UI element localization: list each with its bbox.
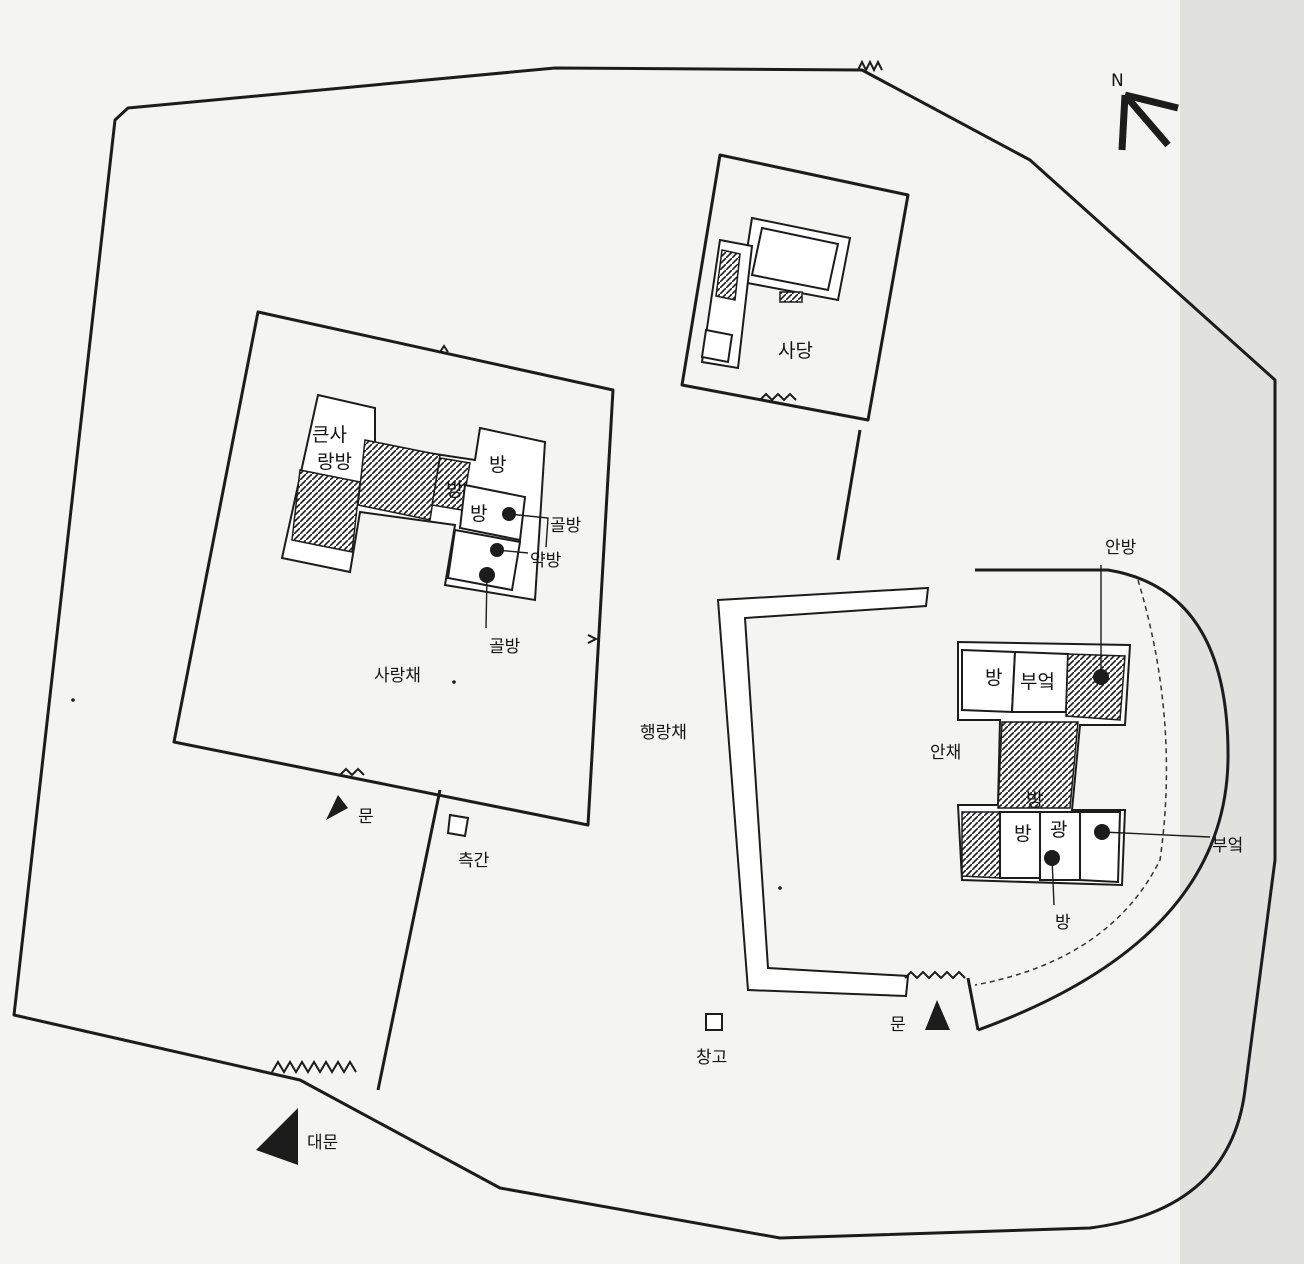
label-anchae: 안채 [930, 743, 961, 763]
label-gate-sarang: 문 [358, 807, 374, 827]
label-keun-sarangbang-1: 큰사 [312, 424, 347, 446]
changgo-building [705, 1013, 723, 1031]
label-gate-an: 문 [890, 1015, 906, 1035]
haengrangchae-building [716, 586, 930, 998]
label-golbang-2: 골방 [489, 637, 521, 657]
label-an-gwang: 광 [1050, 819, 1067, 841]
label-an-bang-mid: 방 [1026, 789, 1043, 811]
gate-arrow-an-icon [925, 1000, 950, 1030]
label-an-bang-low: 방 [1014, 823, 1031, 845]
outer-wall [12, 66, 1277, 1240]
label-sarang-bang-low: 방 [470, 503, 487, 525]
sadang-gate [759, 392, 797, 402]
stray-dot [452, 680, 456, 684]
leader-an-bang-bottom [1051, 857, 1055, 906]
gate-arrow-sarang-icon [326, 795, 348, 820]
an-gate-notch [904, 970, 966, 980]
label-sarang-bang-mid: 방 [446, 479, 463, 501]
label-golbang: 골방 [550, 516, 582, 536]
sarang-wall-notch [439, 344, 449, 353]
label-sadang: 사당 [778, 340, 813, 362]
label-an-bang-bottom: 방 [1055, 913, 1071, 933]
north-mark: N [1111, 71, 1124, 91]
sarangchae-wall [172, 310, 615, 827]
label-an-bueok-right: 부엌 [1212, 836, 1243, 856]
leader-yakbang [496, 549, 529, 554]
inner-wall-line-2 [376, 789, 442, 1091]
inner-wall-line-1 [836, 429, 862, 561]
stray-dot [71, 698, 75, 702]
sarang-gate-notch [339, 767, 365, 777]
label-cheukgan: 측간 [458, 851, 490, 871]
leader-an-bueok [1101, 831, 1211, 838]
north-arrow-icon: N [1111, 71, 1179, 151]
label-anbang: 안방 [1105, 538, 1137, 558]
label-sarangchae: 사랑채 [374, 666, 421, 686]
sadang-building [700, 216, 852, 370]
label-keun-sarangbang-2: 랑방 [317, 451, 352, 473]
leader-golbang-2 [485, 574, 488, 629]
leader-golbang [508, 513, 549, 548]
anchae-building [956, 640, 1132, 887]
outer-wall-notch [857, 59, 883, 73]
an-gate-post [966, 977, 980, 1031]
stray-dot [778, 886, 782, 890]
daemun-gate [271, 1060, 357, 1074]
label-haengrangchae: 행랑채 [640, 723, 687, 743]
paper-bleed [1180, 0, 1304, 1264]
label-changgo: 창고 [696, 1048, 727, 1068]
sarang-wall-notch-right [587, 634, 599, 644]
sarangchae-building [280, 393, 547, 602]
label-yakbang: 약방 [530, 551, 562, 571]
gate-arrow-daemun-icon [256, 1108, 298, 1165]
label-daemun: 대문 [307, 1133, 338, 1153]
label-an-bang-left: 방 [985, 667, 1002, 689]
label-sarang-bang-top: 방 [489, 454, 506, 476]
anchae-wall [975, 568, 1230, 1032]
label-an-bueok-top: 부엌 [1020, 671, 1055, 693]
anchae-dashed-line [974, 579, 1168, 986]
sadang-wall [680, 153, 910, 422]
cheukgan-building [446, 813, 470, 838]
